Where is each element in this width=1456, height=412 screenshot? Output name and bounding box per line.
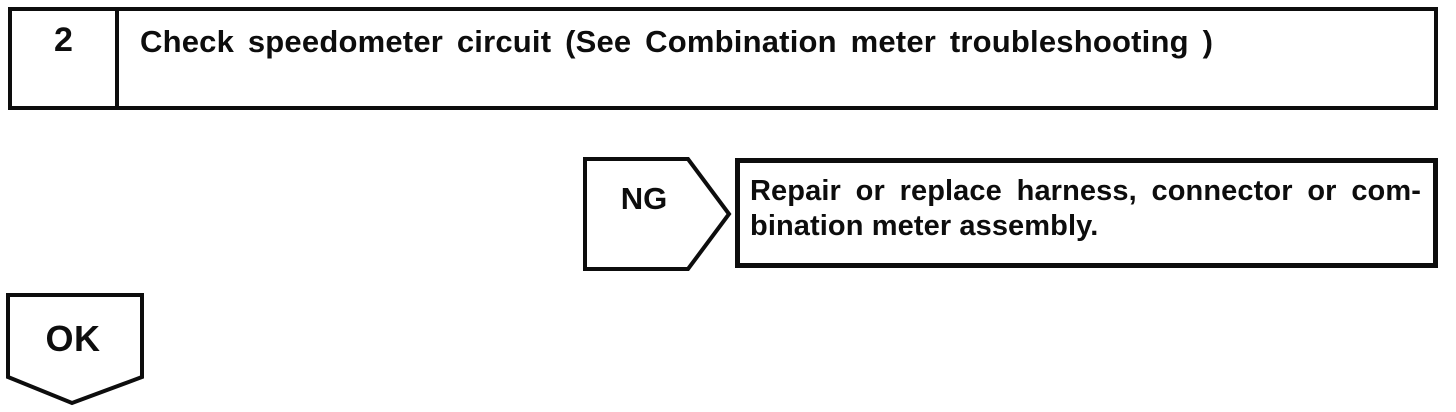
ng-action-line: Repair or replace harness, connector or … — [750, 175, 1421, 207]
ng-action-box: Repair or replace harness, connector or … — [735, 158, 1438, 268]
ng-connector-arrow-right-icon — [583, 157, 732, 271]
ng-connector-label: NG — [620, 181, 668, 216]
ng-action-line: bination meter assembly. — [750, 210, 1099, 242]
ok-connector-arrow-down-icon — [6, 293, 144, 406]
step-instruction: Check speedometer circuit (See Combinati… — [140, 24, 1214, 59]
step-box: 2 Check speedometer circuit (See Combina… — [8, 7, 1438, 110]
step-number: 2 — [12, 11, 119, 106]
ok-pentagon-shape — [6, 293, 144, 406]
ng-pentagon-shape — [583, 157, 732, 271]
ok-connector-label: OK — [45, 318, 101, 359]
